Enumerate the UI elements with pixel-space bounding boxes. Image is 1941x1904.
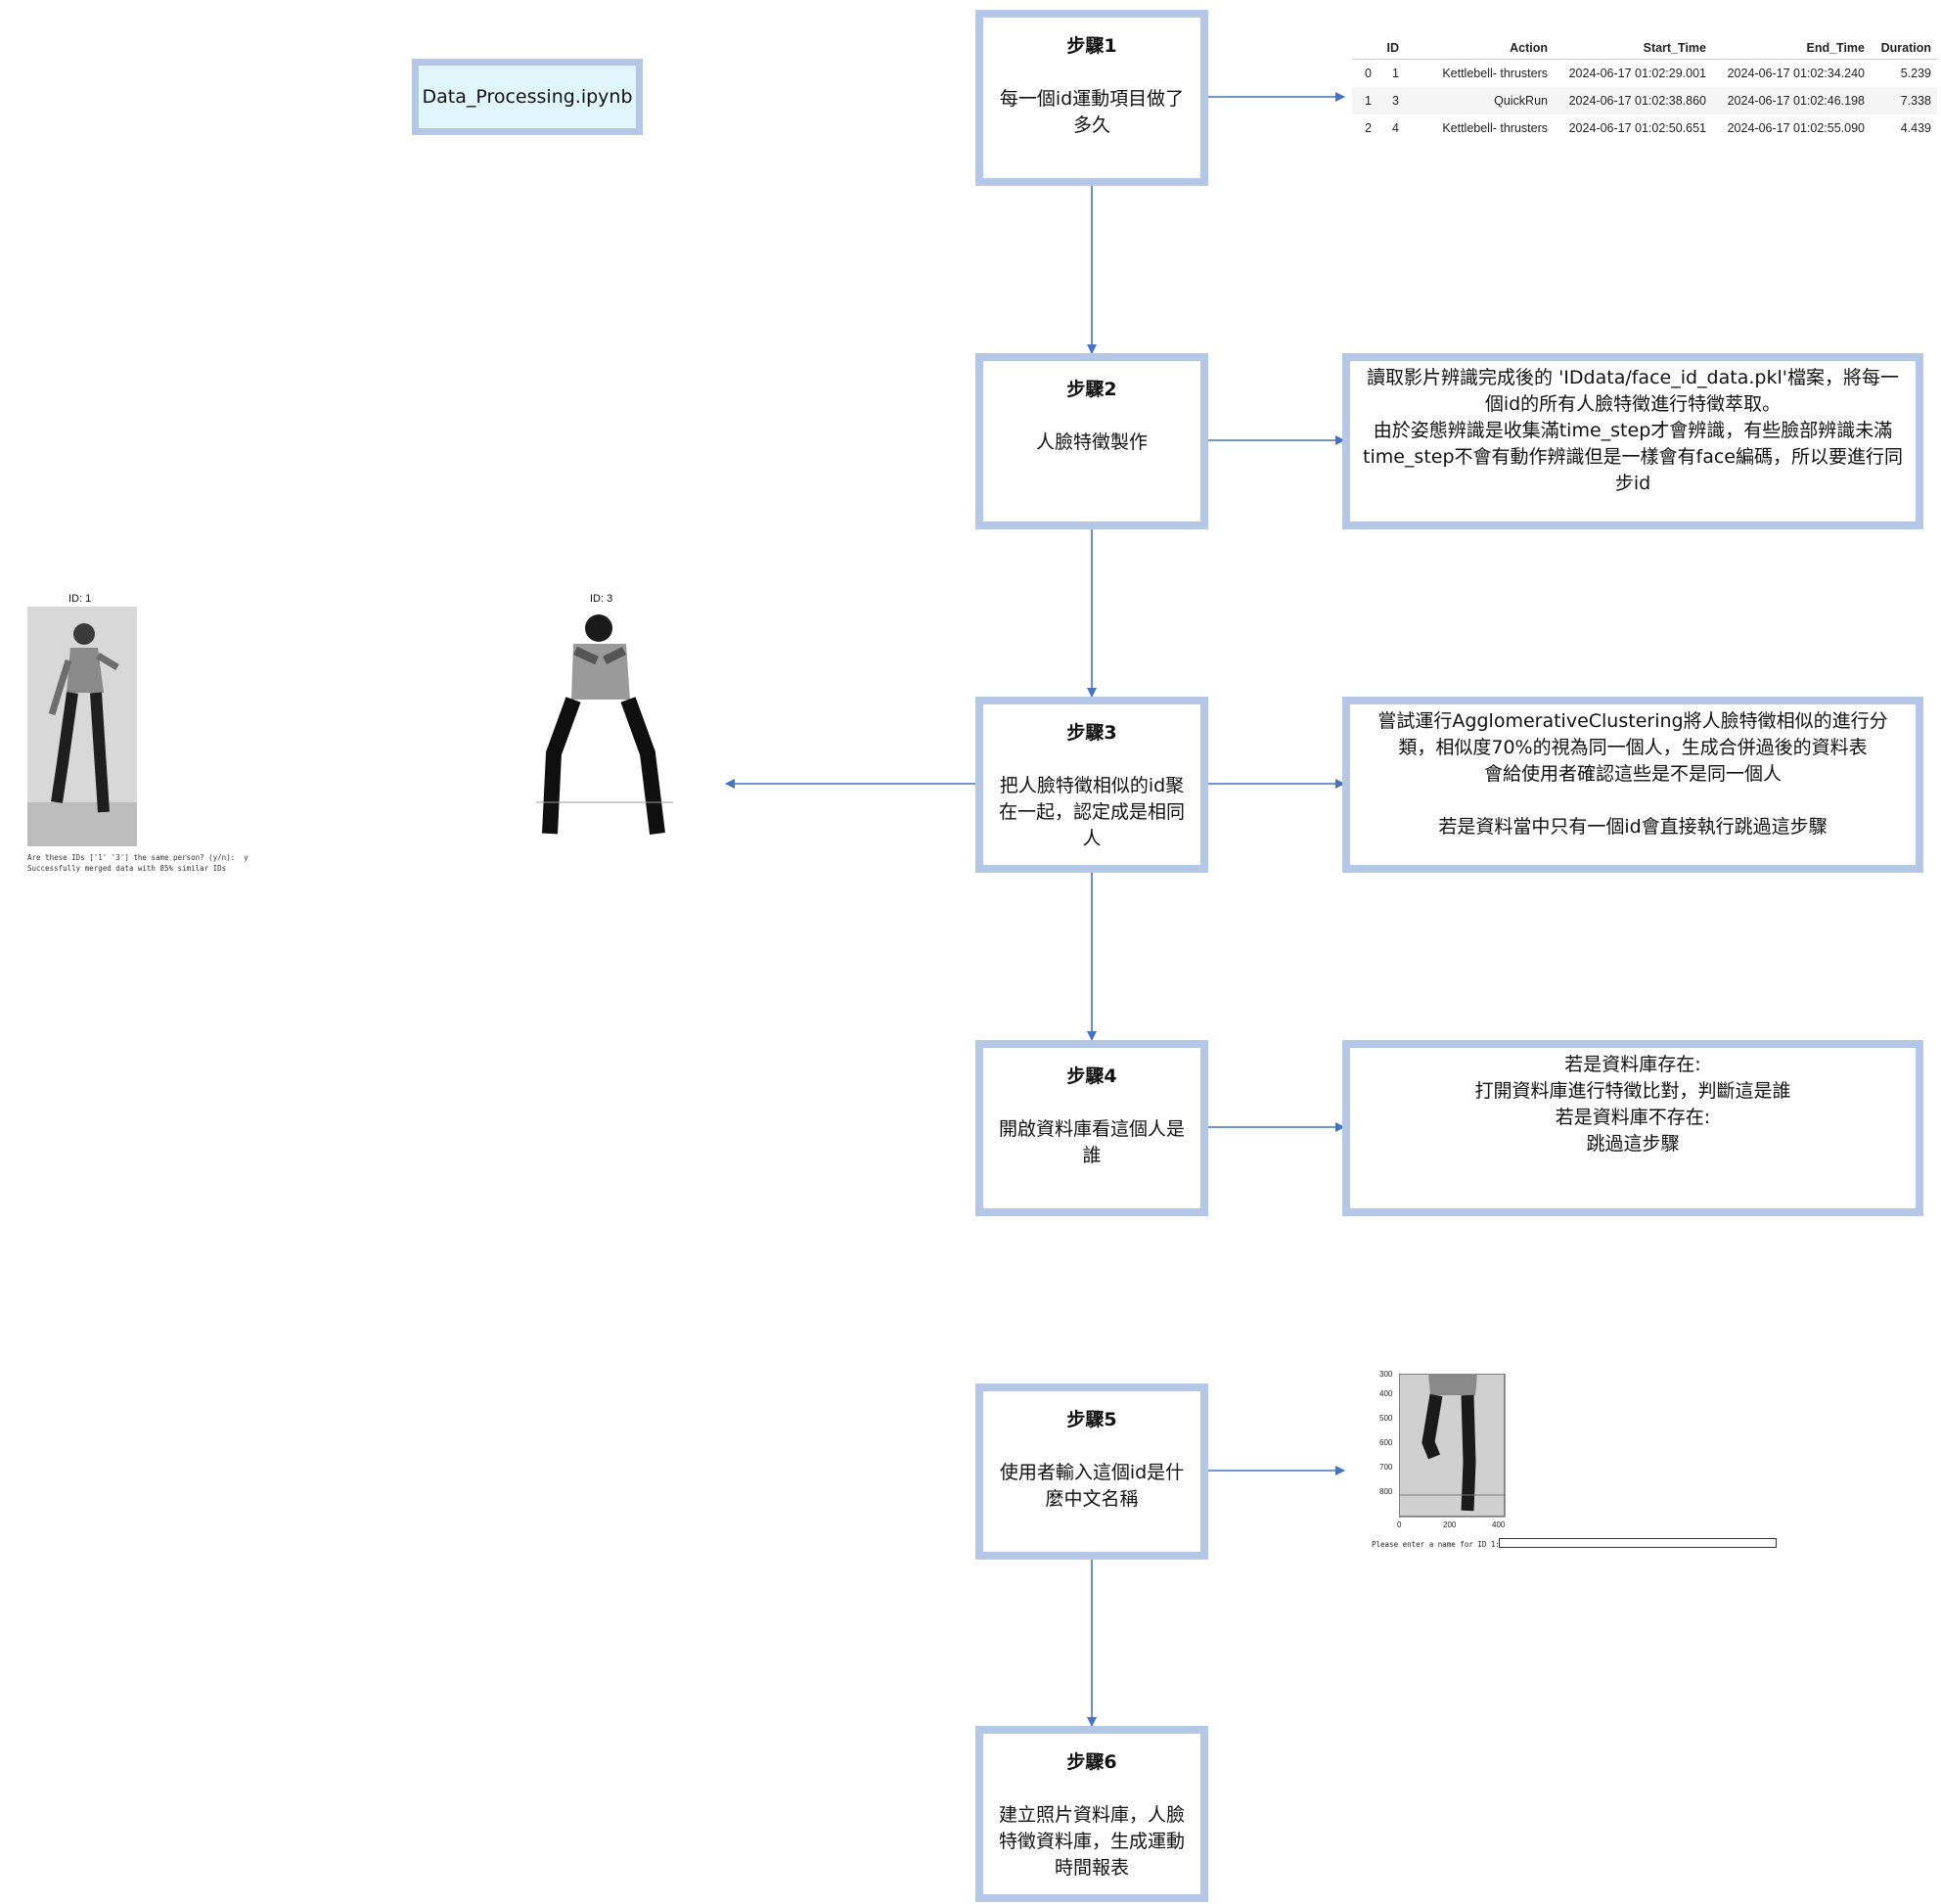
name-input-field[interactable] — [1499, 1538, 1777, 1548]
step1-text: 每一個id運動項目做了多久 — [999, 88, 1185, 136]
step3-text: 把人臉特徵相似的id聚在一起，認定成是相同人 — [998, 775, 1185, 849]
step4-description-line: 跳過這步驟 — [1586, 1133, 1680, 1155]
table-cell: 1 — [1392, 67, 1399, 80]
step3-description-box: 嘗試運行AgglomerativeClustering將人臉特徵相似的進行分類，… — [1342, 697, 1923, 873]
table-cell: 2 — [1365, 121, 1372, 135]
console-line: Successfully merged data with 85% simila… — [27, 864, 227, 873]
table-cell: 5.239 — [1900, 67, 1931, 80]
table-cell: 3 — [1377, 87, 1405, 114]
table-cell: QuickRun — [1405, 87, 1554, 114]
step5-box: 步驟5 使用者輸入這個id是什麼中文名稱 — [975, 1383, 1208, 1560]
step2-text: 人臉特徵製作 — [1035, 431, 1148, 453]
table-row: 1 3 QuickRun 2024-06-17 01:02:38.860 202… — [1352, 87, 1937, 114]
table-cell: 7.338 — [1871, 87, 1937, 114]
step4-description-box: 若是資料庫存在: 打開資料庫進行特徵比對，判斷這是誰 若是資料庫不存在: 跳過這… — [1342, 1040, 1923, 1216]
table-cell: 2024-06-17 01:02:34.240 — [1727, 67, 1865, 80]
step2-description-line: 讀取影片辨識完成後的 'IDdata/face_id_data.pkl'檔案，將… — [1367, 367, 1899, 415]
x-tick-label: 0 — [1397, 1520, 1402, 1529]
step3-description-line: 嘗試運行AgglomerativeClustering將人臉特徵相似的進行分類，… — [1377, 710, 1888, 758]
step2-description-line: 由於姿態辨識是收集滿time_step才會辨識，有些臉部辨識未滿time_ste… — [1363, 420, 1903, 494]
y-tick-label: 500 — [1379, 1414, 1393, 1423]
photo-frame — [1399, 1374, 1506, 1518]
person-id-label: ID: 3 — [590, 593, 613, 605]
person-legs — [542, 697, 665, 835]
table-row: 2 4 Kettlebell- thrusters 2024-06-17 01:… — [1352, 114, 1937, 142]
step6-title: 步驟6 — [1066, 1751, 1117, 1773]
step6-box: 步驟6 建立照片資料庫，人臉特徵資料庫，生成運動時間報表 — [975, 1726, 1208, 1902]
x-tick-label: 200 — [1443, 1520, 1457, 1529]
person-head — [585, 614, 612, 642]
step4-box: 步驟4 開啟資料庫看這個人是誰 — [975, 1040, 1208, 1216]
table-cell: 2024-06-17 01:02:38.860 — [1554, 87, 1712, 114]
step1-title: 步驟1 — [1066, 35, 1117, 57]
step2-title: 步驟2 — [1066, 379, 1117, 400]
table-cell: 2024-06-17 01:02:46.198 — [1712, 87, 1871, 114]
step4-text: 開啟資料庫看這個人是誰 — [998, 1118, 1185, 1166]
table-cell: 2024-06-17 01:02:50.651 — [1568, 121, 1706, 135]
notebook-filename: Data_Processing.ipynb — [422, 86, 633, 108]
step2-description-box: 讀取影片辨識完成後的 'IDdata/face_id_data.pkl'檔案，將… — [1342, 353, 1923, 529]
photo-floor — [27, 802, 137, 846]
person-head — [73, 623, 95, 645]
y-tick-label: 300 — [1379, 1370, 1393, 1379]
y-tick-label: 700 — [1379, 1463, 1393, 1472]
table-cell: 2024-06-17 01:02:55.090 — [1727, 121, 1865, 135]
step5-title: 步驟5 — [1066, 1409, 1117, 1430]
table-cell: 4.439 — [1900, 121, 1931, 135]
table-cell: 1 — [1352, 87, 1377, 114]
step3-title: 步驟3 — [1066, 722, 1117, 744]
step4-description-line: 若是資料庫存在: — [1564, 1054, 1701, 1075]
table-cell: 2024-06-17 01:02:29.001 — [1568, 67, 1706, 80]
person-photo-id3 — [536, 614, 673, 835]
table-row: 0 1 Kettlebell- thrusters 2024-06-17 01:… — [1352, 60, 1937, 88]
person-arms — [573, 646, 627, 665]
person-id-label: ID: 1 — [68, 593, 92, 605]
step4-description-line: 若是資料庫不存在: — [1555, 1107, 1711, 1128]
step4-description-line: 打開資料庫進行特徵比對，判斷這是誰 — [1474, 1080, 1791, 1102]
name-prompt-preview: 300 400 500 600 700 800 0 200 400 — [1350, 1370, 1800, 1556]
step4-title: 步驟4 — [1066, 1065, 1117, 1087]
table-header: Duration — [1871, 37, 1937, 60]
merge-console-output: Are these IDs ['1' '3'] the same person?… — [27, 852, 248, 874]
step1-box: 步驟1 每一個id運動項目做了多久 — [975, 10, 1208, 186]
person-photo-id1 — [27, 607, 137, 846]
table-header: Action — [1405, 37, 1554, 60]
step5-text: 使用者輸入這個id是什麼中文名稱 — [999, 1462, 1185, 1510]
table-header: ID — [1377, 37, 1405, 60]
console-line: Are these IDs ['1' '3'] the same person?… — [27, 853, 248, 862]
person-arms — [48, 652, 119, 716]
person-torso — [1428, 1374, 1477, 1395]
y-tick-label: 800 — [1379, 1487, 1393, 1496]
step6-text: 建立照片資料庫，人臉特徵資料庫，生成運動時間報表 — [998, 1804, 1185, 1879]
y-tick-label: 600 — [1379, 1438, 1393, 1447]
step3-description-line: 若是資料當中只有一個id會直接執行跳過這步驟 — [1438, 816, 1828, 838]
prompt-photo — [1399, 1374, 1506, 1518]
table-cell: 4 — [1392, 121, 1399, 135]
step2-box: 步驟2 人臉特徵製作 — [975, 353, 1208, 529]
x-tick-label: 400 — [1492, 1520, 1506, 1529]
table-cell: Kettlebell- thrusters — [1442, 67, 1548, 80]
name-prompt-label: Please enter a name for ID 1: — [1372, 1540, 1500, 1549]
step3-description-line — [1360, 788, 1906, 814]
step3-box: 步驟3 把人臉特徵相似的id聚在一起，認定成是相同人 — [975, 697, 1208, 873]
table-header-row: ID Action Start_Time End_Time Duration — [1352, 37, 1937, 60]
duration-table: ID Action Start_Time End_Time Duration 0… — [1352, 37, 1937, 142]
table-header: End_Time — [1712, 37, 1871, 60]
table-header — [1352, 37, 1377, 60]
person-torso — [67, 648, 104, 693]
table-cell: Kettlebell- thrusters — [1442, 121, 1548, 135]
notebook-file-box: Data_Processing.ipynb — [412, 59, 643, 135]
person-legs — [1422, 1393, 1476, 1512]
table-cell: 0 — [1365, 67, 1372, 80]
person-legs — [51, 692, 110, 813]
y-tick-label: 400 — [1379, 1389, 1393, 1398]
table-header: Start_Time — [1554, 37, 1712, 60]
step3-description-line: 會給使用者確認這些是不是同一個人 — [1483, 763, 1782, 785]
